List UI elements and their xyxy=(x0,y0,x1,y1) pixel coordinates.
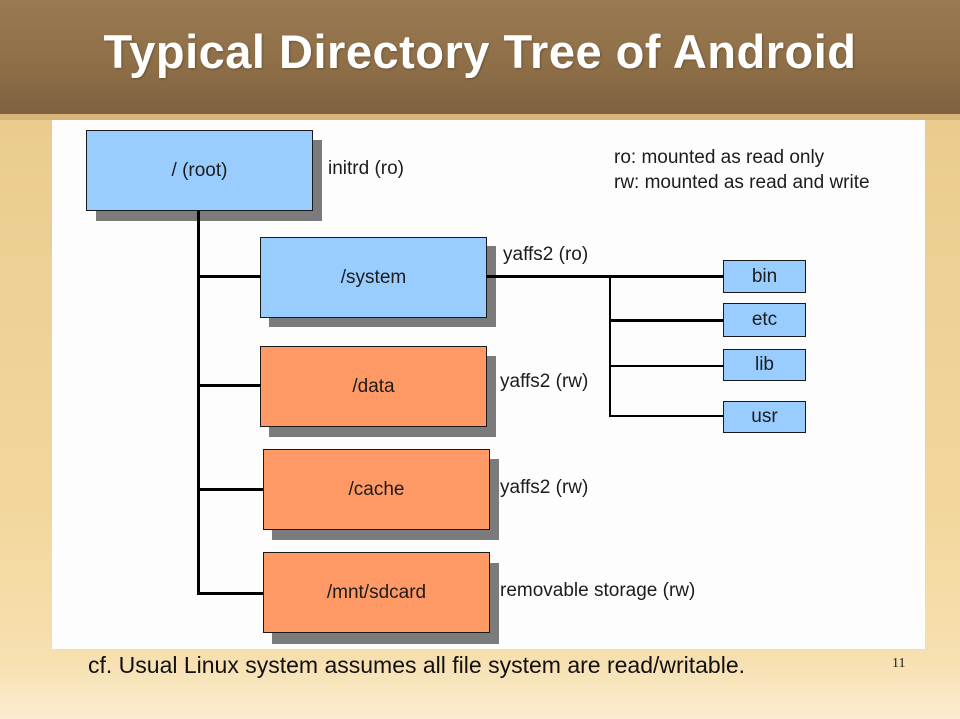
root-trunk-line xyxy=(197,210,200,594)
bin-node[interactable]: bin xyxy=(723,260,806,293)
lib-node-label: lib xyxy=(754,354,774,375)
cache-node-label: /cache xyxy=(348,478,405,500)
system-fs-label: yaffs2 (ro) xyxy=(503,244,589,265)
branch-line-etc xyxy=(609,319,724,322)
etc-node-label: etc xyxy=(751,309,778,330)
cache-fs-label: yaffs2 (rw) xyxy=(500,477,589,498)
slide-title: Typical Directory Tree of Android xyxy=(103,25,857,78)
system-node-label: /system xyxy=(340,266,407,288)
branch-line-usr xyxy=(609,415,724,417)
data-node-label: /data xyxy=(352,375,395,397)
branch-line-data xyxy=(197,384,261,387)
system-out-line xyxy=(486,275,724,278)
header-divider xyxy=(0,114,960,120)
root-node[interactable]: / (root) xyxy=(86,130,313,211)
sdcard-node-label: /mnt/sdcard xyxy=(326,581,427,603)
legend: ro: mounted as read only rw: mounted as … xyxy=(614,145,870,195)
branch-line-sdcard xyxy=(197,592,263,595)
branch-line-cache xyxy=(197,488,263,491)
root-node-label: / (root) xyxy=(171,159,228,181)
branch-line-system xyxy=(197,275,261,278)
data-node[interactable]: /data xyxy=(260,346,487,427)
bin-node-label: bin xyxy=(751,265,778,287)
sdcard-fs-label: removable storage (rw) xyxy=(500,580,696,601)
sdcard-node[interactable]: /mnt/sdcard xyxy=(263,552,490,633)
etc-node[interactable]: etc xyxy=(723,303,806,337)
usr-node[interactable]: usr xyxy=(723,401,806,433)
footer-note: cf. Usual Linux system assumes all file … xyxy=(88,652,746,678)
root-fs-label: initrd (ro) xyxy=(328,158,405,179)
usr-node-label: usr xyxy=(751,406,778,427)
system-node[interactable]: /system xyxy=(260,237,487,318)
page-number: 11 xyxy=(892,656,906,671)
cache-node[interactable]: /cache xyxy=(263,449,490,530)
branch-line-lib xyxy=(609,365,724,367)
legend-rw: rw: mounted as read and write xyxy=(614,172,870,193)
system-sub-trunk-line xyxy=(609,275,611,417)
lib-node[interactable]: lib xyxy=(723,349,806,381)
data-fs-label: yaffs2 (rw) xyxy=(500,371,589,392)
legend-ro: ro: mounted as read only xyxy=(614,147,825,168)
slide-header xyxy=(0,0,960,114)
